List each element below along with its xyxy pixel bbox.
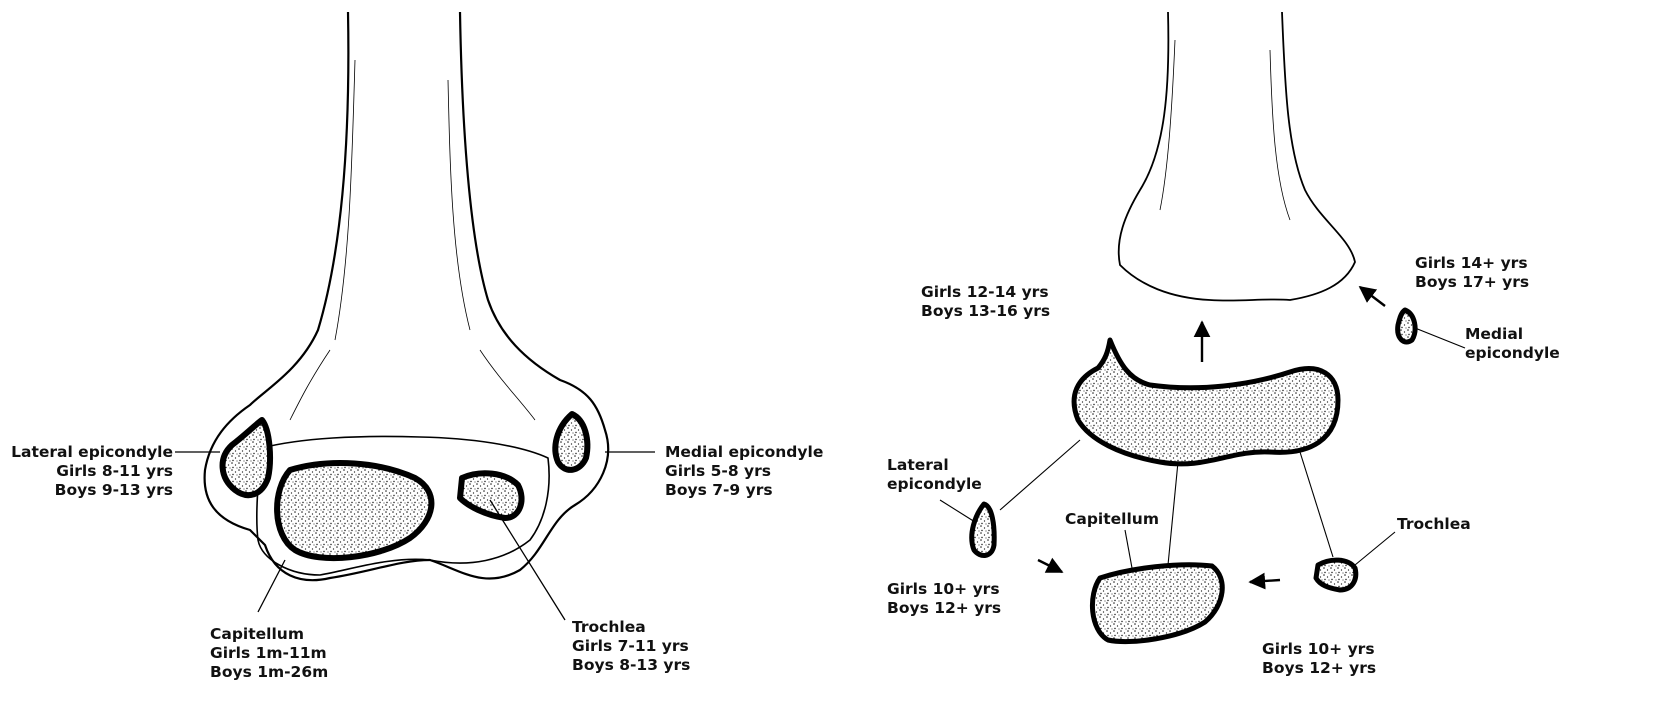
right-lateral-epicondyle-line2: epicondyle xyxy=(887,475,982,494)
right-capitellum-to-fused-line xyxy=(1168,462,1178,565)
right-lateral-epicondyle-centre xyxy=(972,504,994,555)
arrow-lateral-to-capitellum xyxy=(1038,560,1062,572)
right-lateral-fusion-label: Girls 10+ yrs Boys 12+ yrs xyxy=(887,580,1001,618)
arrow-medial-to-shaft xyxy=(1360,287,1385,306)
right-lateral-epicondyle-label: Lateral epicondyle xyxy=(887,456,982,494)
left-medial-epicondyle-label: Medial epicondyle Girls 5-8 yrs Boys 7-9… xyxy=(665,443,823,500)
left-lateral-epicondyle-boys: Boys 9-13 yrs xyxy=(11,481,173,500)
right-fused-epiphysis xyxy=(1074,340,1338,464)
left-medial-epicondyle-name: Medial epicondyle xyxy=(665,443,823,462)
left-medial-epicondyle-boys: Boys 7-9 yrs xyxy=(665,481,823,500)
right-fusion-main-girls: Girls 12-14 yrs xyxy=(921,283,1050,302)
right-medial-fusion-girls: Girls 14+ yrs xyxy=(1415,254,1529,273)
left-lateral-epicondyle-label: Lateral epicondyle Girls 8-11 yrs Boys 9… xyxy=(11,443,173,500)
left-trochlea-name: Trochlea xyxy=(572,618,690,637)
right-capitellum-label-leader xyxy=(1125,530,1132,568)
right-capitellum-centre xyxy=(1092,565,1222,642)
left-lateral-epicondyle-girls: Girls 8-11 yrs xyxy=(11,462,173,481)
right-humerus xyxy=(1119,12,1355,301)
right-capitellum-label: Capitellum xyxy=(1065,510,1159,529)
left-trochlea-label: Trochlea Girls 7-11 yrs Boys 8-13 yrs xyxy=(572,618,690,675)
right-capitellum-name: Capitellum xyxy=(1065,510,1159,529)
right-fusion-main-label: Girls 12-14 yrs Boys 13-16 yrs xyxy=(921,283,1050,321)
right-trochlea-name: Trochlea xyxy=(1397,515,1471,534)
right-trochlea-label: Trochlea xyxy=(1397,515,1471,534)
left-lateral-epicondyle-name: Lateral epicondyle xyxy=(11,443,173,462)
right-medial-epicondyle-centre xyxy=(1398,310,1415,342)
right-lateral-epicondyle-line1: Lateral xyxy=(887,456,982,475)
right-trochlea-fusion-boys: Boys 12+ yrs xyxy=(1262,659,1376,678)
right-fusion-main-boys: Boys 13-16 yrs xyxy=(921,302,1050,321)
left-trochlea-boys: Boys 8-13 yrs xyxy=(572,656,690,675)
right-trochlea-centre xyxy=(1316,560,1356,590)
arrow-trochlea-to-capitellum xyxy=(1250,580,1280,582)
right-trochlea-fusion-label: Girls 10+ yrs Boys 12+ yrs xyxy=(1262,640,1376,678)
right-lateral-fusion-girls: Girls 10+ yrs xyxy=(887,580,1001,599)
left-capitellum-boys: Boys 1m-26m xyxy=(210,663,328,682)
right-lateral-fusion-boys: Boys 12+ yrs xyxy=(887,599,1001,618)
right-medial-epicondyle-line2: epicondyle xyxy=(1465,344,1560,363)
left-medial-epicondyle-girls: Girls 5-8 yrs xyxy=(665,462,823,481)
left-capitellum-label: Capitellum Girls 1m-11m Boys 1m-26m xyxy=(210,625,328,682)
right-medial-epicondyle-label: Medial epicondyle xyxy=(1465,325,1560,363)
right-trochlea-fusion-girls: Girls 10+ yrs xyxy=(1262,640,1376,659)
right-medial-label-leader xyxy=(1415,328,1465,348)
right-trochlea-to-fused-line xyxy=(1300,452,1333,557)
left-capitellum-leader xyxy=(258,560,285,612)
right-trochlea-label-leader xyxy=(1355,532,1395,565)
right-medial-epicondyle-line1: Medial xyxy=(1465,325,1560,344)
right-medial-fusion-boys: Boys 17+ yrs xyxy=(1415,273,1529,292)
left-capitellum-name: Capitellum xyxy=(210,625,328,644)
left-capitellum-girls: Girls 1m-11m xyxy=(210,644,328,663)
right-medial-fusion-label: Girls 14+ yrs Boys 17+ yrs xyxy=(1415,254,1529,292)
right-humerus-outline xyxy=(1119,12,1355,301)
left-trochlea-girls: Girls 7-11 yrs xyxy=(572,637,690,656)
right-lateral-to-fused-line xyxy=(1000,440,1080,510)
right-lateral-label-leader xyxy=(940,500,975,522)
